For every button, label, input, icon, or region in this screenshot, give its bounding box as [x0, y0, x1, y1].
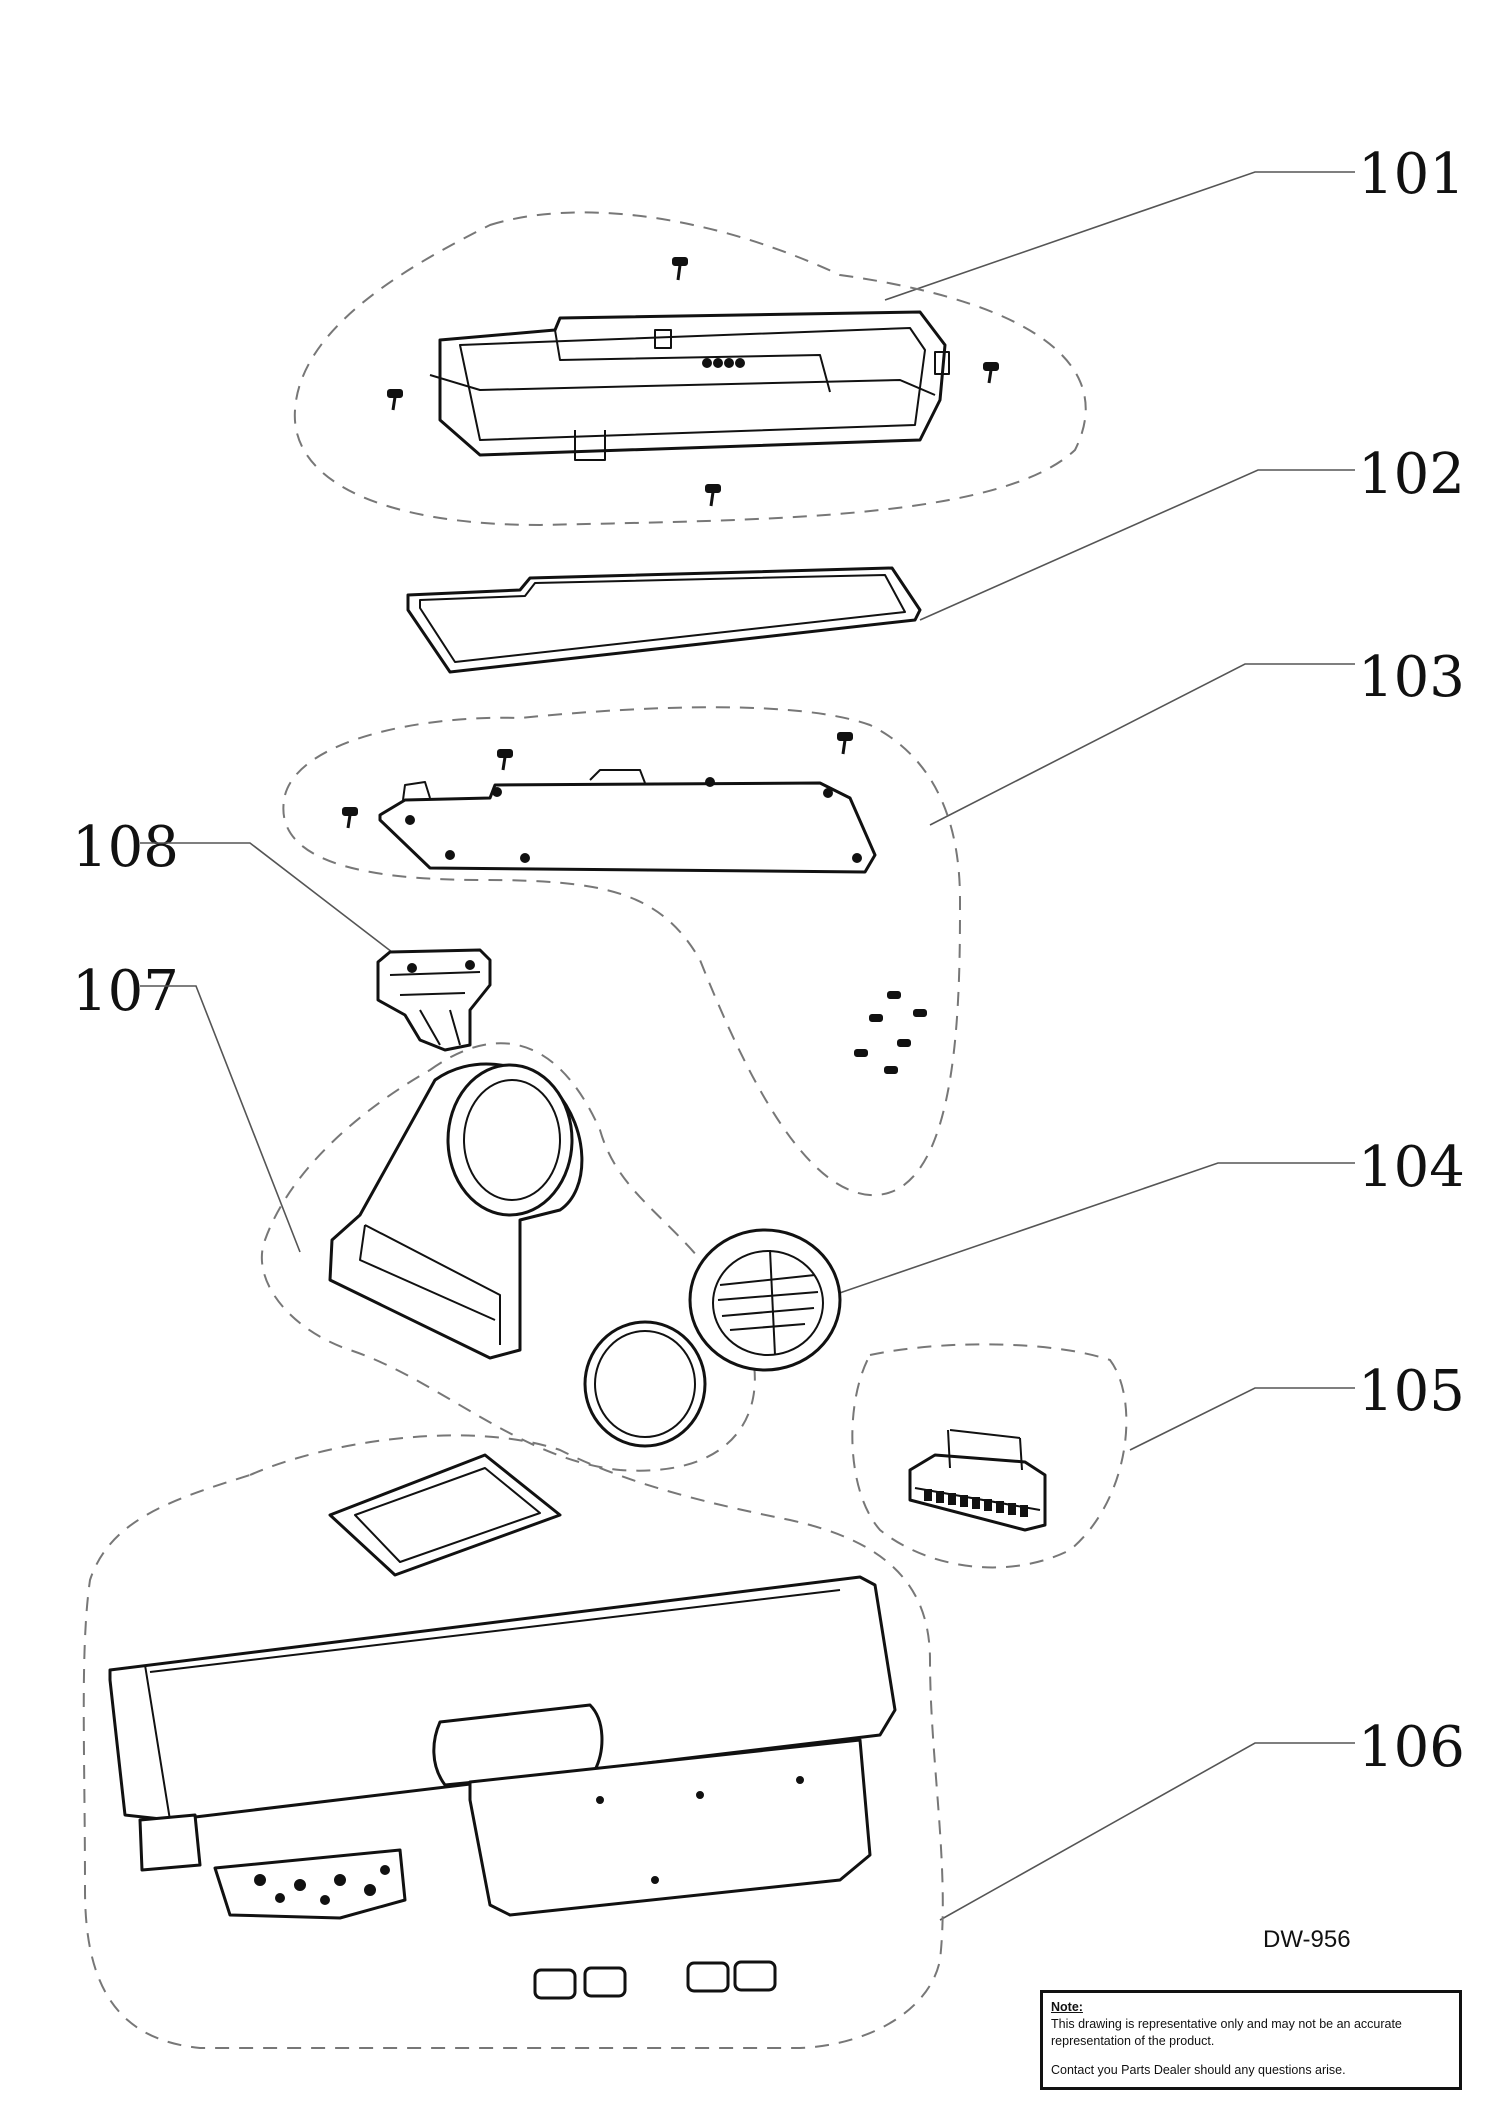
leader-103	[929, 663, 1355, 826]
leader-107	[140, 985, 301, 1253]
part-101-top-cover	[429, 310, 950, 461]
part-104-ring-gasket	[583, 1320, 707, 1448]
part-108-motor-module	[376, 948, 492, 1052]
callout-108: 108	[72, 815, 179, 880]
part-104-fan-grille	[688, 1228, 842, 1372]
part-103-mounting-plate	[378, 769, 877, 874]
screw-101-a	[672, 257, 688, 281]
callout-102: 102	[1358, 442, 1465, 507]
note-title: Note:	[1051, 2000, 1083, 2014]
group-outline-107	[260, 1042, 756, 1472]
callout-101: 101	[1358, 142, 1465, 207]
group-outline-101	[293, 211, 1087, 527]
callout-105: 105	[1358, 1359, 1465, 1424]
group-outline-103	[282, 706, 962, 1197]
callout-103: 103	[1358, 645, 1465, 710]
model-code: DW-956	[1263, 1926, 1351, 1953]
leader-106	[939, 1742, 1355, 1921]
group-outline-106	[82, 1434, 944, 2049]
part-102-gasket	[406, 566, 922, 674]
note-contact: Contact you Parts Dealer should any ques…	[1051, 2063, 1346, 2077]
part-106-control-plate	[468, 1738, 872, 1917]
screw-103-a	[497, 749, 513, 771]
part-106-housing	[108, 1575, 897, 1872]
note-body: This drawing is representative only and …	[1051, 2017, 1402, 2048]
leader-108	[140, 842, 406, 963]
note-box: Note: This drawing is representative onl…	[1040, 1990, 1462, 2090]
screw-101-b	[387, 389, 403, 411]
part-106-button-board	[213, 1848, 407, 1920]
callout-106: 106	[1358, 1715, 1465, 1780]
screw-cluster-103	[854, 991, 927, 1074]
screw-101-d	[705, 484, 721, 507]
part-105-connector-block	[908, 1429, 1047, 1532]
part-106-grease-filter-frame	[328, 1453, 562, 1577]
callout-107: 107	[72, 959, 179, 1024]
part-106-push-buttons	[533, 1960, 777, 2000]
callout-104: 104	[1358, 1135, 1465, 1200]
screw-101-c	[983, 362, 999, 384]
leader-104	[824, 1162, 1355, 1299]
group-outline-105	[851, 1343, 1128, 1569]
leader-105	[1129, 1387, 1355, 1451]
leader-102	[919, 469, 1355, 621]
part-107-duct	[328, 1062, 584, 1360]
leader-101	[884, 171, 1355, 301]
screw-103-b	[837, 732, 853, 755]
screw-103-c	[342, 807, 358, 829]
